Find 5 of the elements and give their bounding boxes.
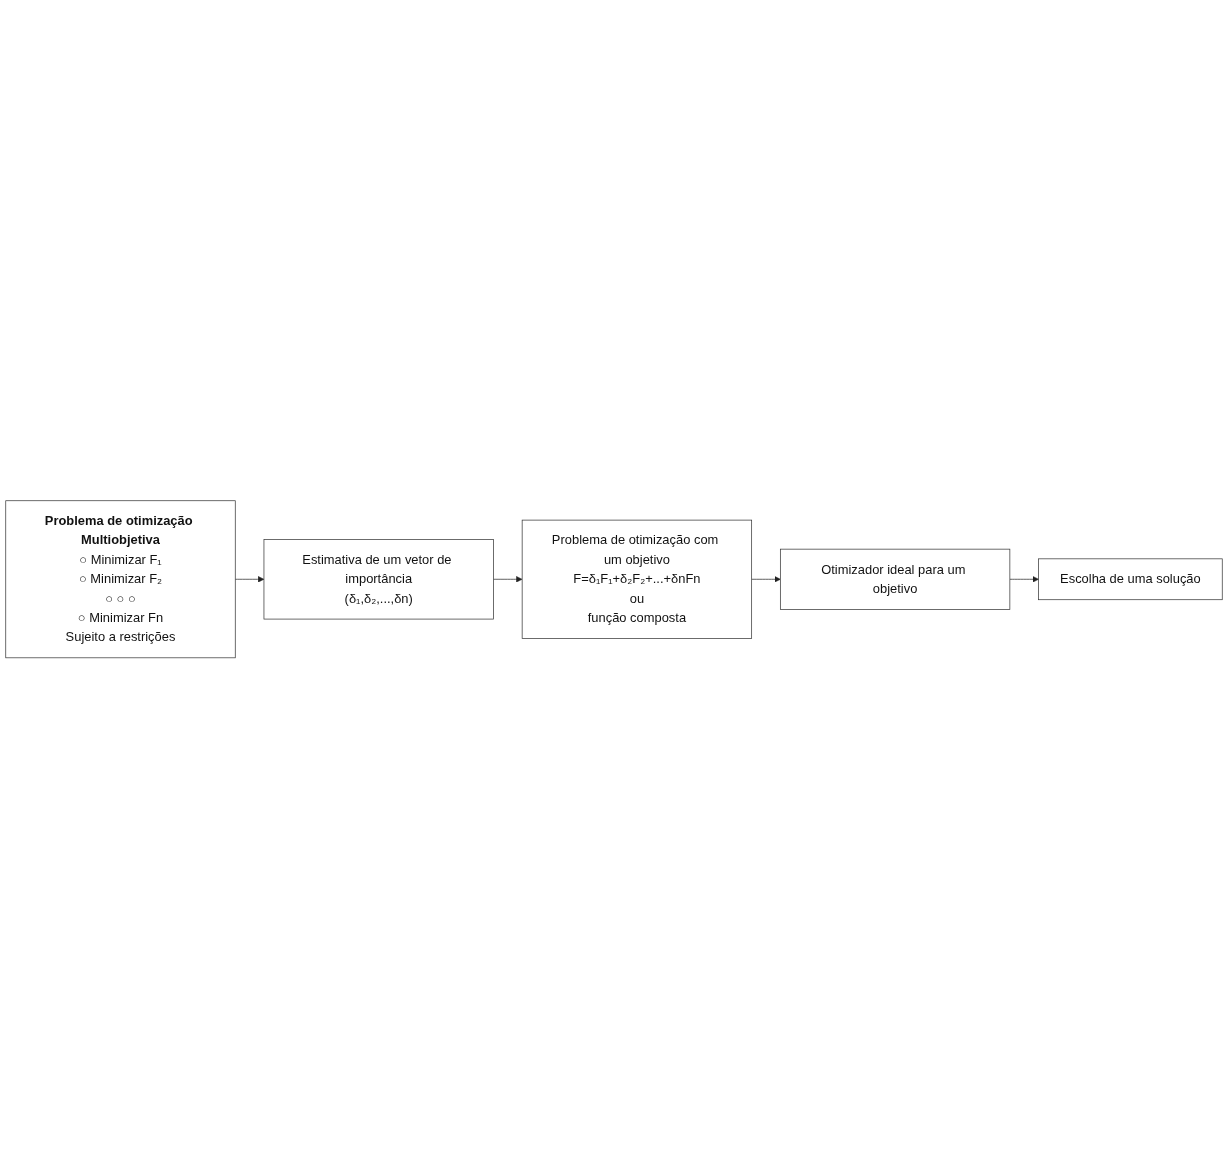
node-box: Escolha de uma solução	[1038, 558, 1223, 600]
node-box: Problema de otimização Multiobjetiva ○ Minimizar F₁ ○ Minimizar F₂ ○ ○ ○ ○ Minimizar Fn Sujeito a restrições	[5, 500, 236, 658]
node-box: Otimizador ideal para um objetivo	[780, 548, 1011, 610]
node-box: Estimativa de um vetor de importância (δ₁,δ₂,...,δn)	[263, 538, 494, 620]
node-box: Problema de otimização com um objetivo F=δ₁F₁+δ₂F₂+...+δnFn ou função composta	[521, 519, 752, 639]
